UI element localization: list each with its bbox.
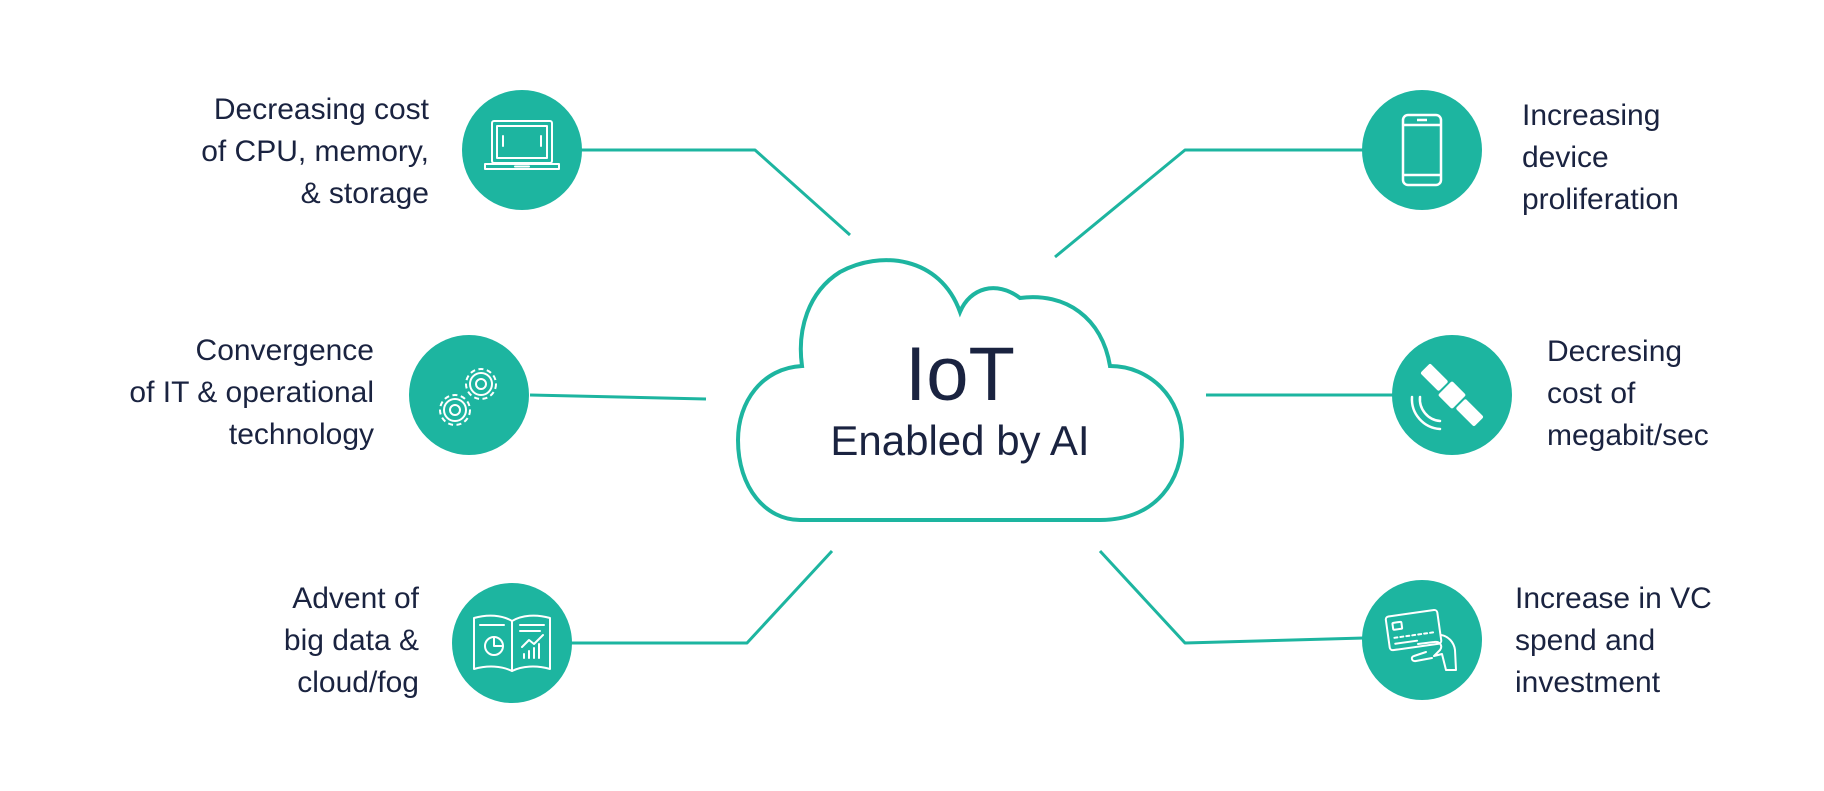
laptop-icon xyxy=(484,120,560,170)
label-line: of CPU, memory, xyxy=(201,135,429,168)
card-payment-icon xyxy=(1384,609,1457,671)
connector-line-cpu-memory xyxy=(580,148,852,237)
cloud-label: IoT Enabled by AI xyxy=(760,335,1160,467)
driver-label-megabit-cost: Decresing cost of megabit/sec xyxy=(1547,331,1709,457)
icon-circle-card-payment xyxy=(1362,580,1482,700)
icon-circle-gears xyxy=(409,335,529,455)
label-line: cost of xyxy=(1547,377,1636,410)
center-title: IoT xyxy=(905,332,1015,417)
center-subtitle: Enabled by AI xyxy=(830,417,1090,464)
cloud-shape xyxy=(735,258,1185,522)
driver-label-big-data: Advent of big data & cloud/fog xyxy=(284,578,419,704)
satellite-icon xyxy=(1410,364,1483,431)
label-line: device xyxy=(1522,141,1609,174)
label-line: Increase in VC xyxy=(1515,582,1712,615)
label-line: Convergence xyxy=(195,334,374,367)
icon-circle-laptop xyxy=(462,90,582,210)
label-line: cloud/fog xyxy=(297,666,419,699)
driver-label-device-proliferation: Increasing device proliferation xyxy=(1522,95,1679,221)
gears-icon xyxy=(439,368,497,426)
report-book-icon xyxy=(473,614,551,672)
driver-label-cpu-memory: Decreasing cost of CPU, memory, & storag… xyxy=(201,89,429,215)
label-line: big data & xyxy=(283,624,419,657)
label-line: Decreasing cost xyxy=(213,93,429,126)
smartphone-icon xyxy=(1401,113,1443,187)
label-line: Advent of xyxy=(292,582,419,615)
label-line: Decresing xyxy=(1547,335,1683,368)
label-line: of IT & operational xyxy=(129,376,374,409)
label-line: spend and xyxy=(1515,624,1656,657)
icon-circle-smartphone xyxy=(1362,90,1482,210)
driver-label-vc-spend: Increase in VC spend and investment xyxy=(1515,578,1712,704)
connector-line-device-proliferation xyxy=(1054,148,1364,259)
connector-line-it-ot xyxy=(529,393,707,401)
label-line: investment xyxy=(1515,666,1661,699)
label-line: technology xyxy=(228,418,374,451)
connector-line-vc-spend xyxy=(1098,549,1365,645)
label-line: & storage xyxy=(300,177,429,210)
driver-label-it-ot: Convergence of IT & operational technolo… xyxy=(129,330,374,456)
label-line: Increasing xyxy=(1522,99,1661,132)
label-line: megabit/sec xyxy=(1547,419,1709,452)
connector-line-big-data xyxy=(570,549,834,645)
label-line: proliferation xyxy=(1522,183,1679,216)
